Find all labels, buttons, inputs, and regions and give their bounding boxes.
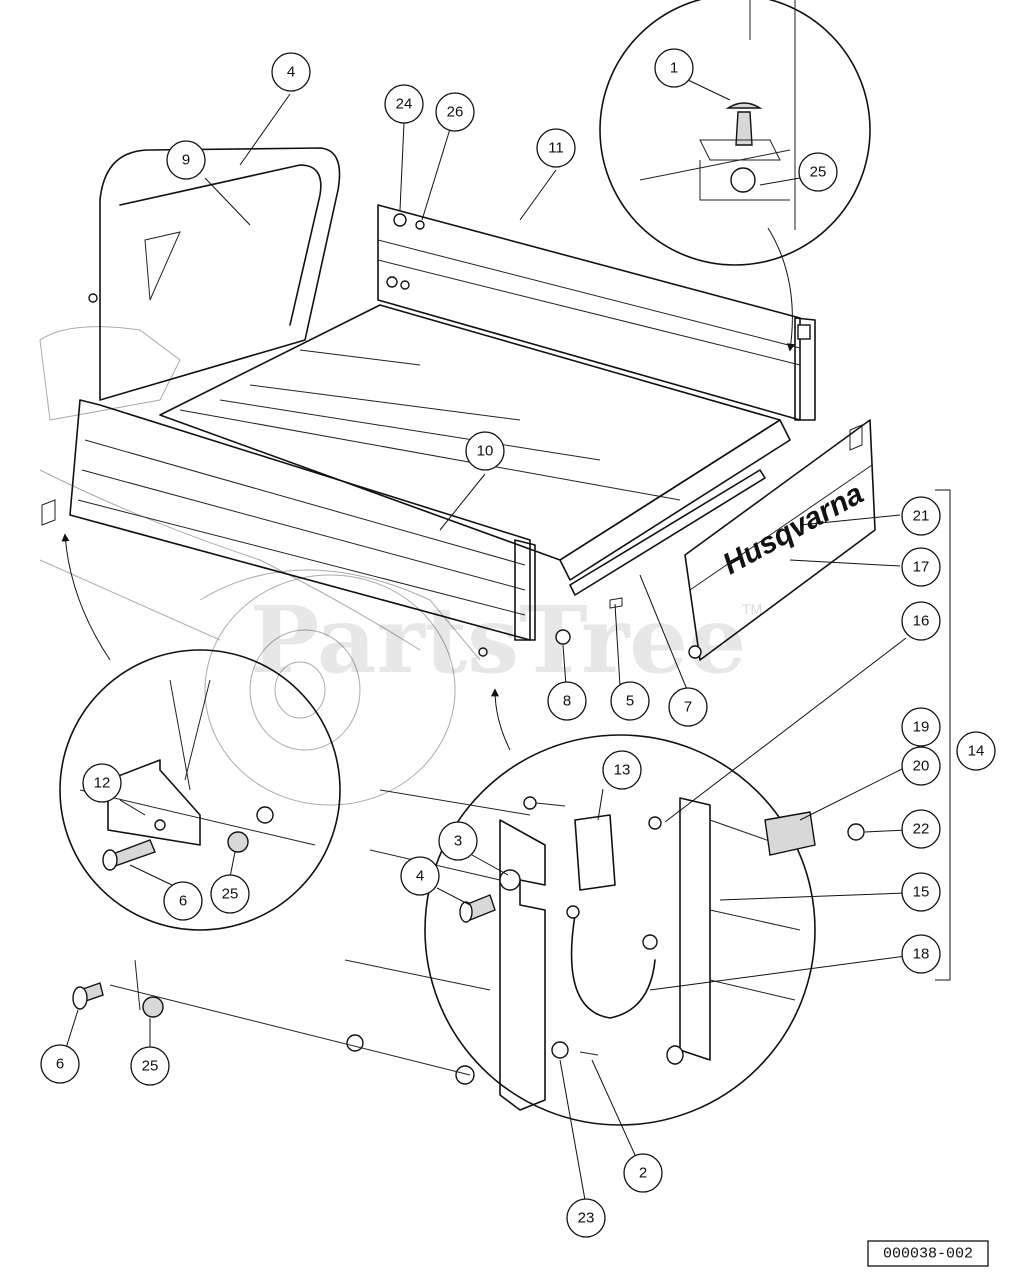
- bracket-14: [935, 489, 951, 981]
- callout-19-label: 19: [913, 719, 930, 736]
- callout-11: 11: [536, 128, 576, 168]
- callout-25-left-label: 25: [222, 886, 239, 903]
- callout-4-bottom: 4: [400, 856, 440, 896]
- front-panel-11: [377, 204, 816, 421]
- callout-22: 22: [901, 809, 941, 849]
- callout-5: 5: [610, 681, 650, 721]
- callout-21-label: 21: [913, 508, 930, 525]
- callout-3-label: 3: [454, 833, 462, 850]
- callout-9: 9: [166, 140, 206, 180]
- callout-1: 1: [654, 48, 694, 88]
- callout-26: 26: [435, 92, 475, 132]
- callout-7: 7: [668, 687, 708, 727]
- callout-6-left-label: 6: [179, 893, 187, 910]
- callouts: 1 25 4 24 26 11 9 10 21 17 16 8 5 7 19 1…: [40, 48, 996, 1238]
- callout-10: 10: [465, 431, 505, 471]
- callout-6-left: 6: [163, 881, 203, 921]
- callout-20-label: 20: [913, 758, 930, 775]
- figure-id-label: 000038-002: [883, 1246, 973, 1263]
- callout-1-label: 1: [670, 60, 678, 77]
- leader-lines: [65, 79, 907, 1201]
- callout-12: 12: [82, 763, 122, 803]
- callout-25-top: 25: [798, 152, 838, 192]
- callout-23-label: 23: [578, 1210, 595, 1227]
- callout-25-top-label: 25: [810, 164, 827, 181]
- callout-19: 19: [901, 707, 941, 747]
- callout-6-bottom: 6: [40, 1044, 80, 1084]
- callout-4-bottom-label: 4: [416, 868, 424, 885]
- callout-24-label: 24: [396, 96, 413, 113]
- callout-25-bottom-label: 25: [142, 1058, 159, 1075]
- callout-2-label: 2: [639, 1165, 647, 1182]
- callout-24: 24: [384, 84, 424, 124]
- detail-circle-bottom: [109, 688, 865, 1126]
- callout-17: 17: [901, 547, 941, 587]
- callout-11-label: 11: [548, 140, 564, 157]
- callout-14: 14: [956, 731, 996, 771]
- callout-18: 18: [901, 934, 941, 974]
- callout-23: 23: [566, 1198, 606, 1238]
- callout-17-label: 17: [913, 559, 930, 576]
- callout-15-label: 15: [913, 884, 930, 901]
- callout-25-left: 25: [210, 874, 250, 914]
- callout-4-top: 4: [271, 52, 311, 92]
- side-rail-7: [555, 469, 766, 645]
- callout-26-label: 26: [447, 104, 464, 121]
- detail-circle-top: [599, 0, 871, 352]
- detail-circle-left: [59, 533, 341, 931]
- callout-16: 16: [901, 601, 941, 641]
- callout-9-label: 9: [182, 152, 190, 169]
- hardware-lower-left: [72, 982, 164, 1018]
- callout-13: 13: [602, 750, 642, 790]
- watermark-text: PartsTree: [250, 586, 746, 694]
- callout-12-label: 12: [94, 775, 111, 792]
- bed-floor: [159, 304, 791, 581]
- callout-21: 21: [901, 496, 941, 536]
- callout-14-label: 14: [968, 743, 985, 760]
- callout-20: 20: [901, 746, 941, 786]
- callout-25-bottom: 25: [130, 1046, 170, 1086]
- callout-15: 15: [901, 872, 941, 912]
- callout-16-label: 16: [913, 613, 930, 630]
- callout-8: 8: [547, 681, 587, 721]
- watermark: PartsTree TM: [250, 586, 762, 694]
- callout-8-label: 8: [563, 693, 571, 710]
- callout-18-label: 18: [913, 946, 930, 963]
- callout-2: 2: [623, 1153, 663, 1193]
- figure-id: 000038-002: [867, 1240, 989, 1267]
- right-side-panel-10: [41, 399, 536, 657]
- callout-13-label: 13: [614, 762, 631, 779]
- callout-4-top-label: 4: [287, 64, 295, 81]
- callout-5-label: 5: [626, 693, 634, 710]
- callout-22-label: 22: [913, 821, 930, 838]
- left-side-panel-9: [88, 147, 341, 401]
- callout-6-bottom-label: 6: [56, 1056, 64, 1073]
- callout-3: 3: [438, 821, 478, 861]
- callout-10-label: 10: [477, 443, 494, 460]
- vehicle-body-outline: [39, 326, 481, 806]
- callout-7-label: 7: [684, 699, 692, 716]
- watermark-tm: TM: [742, 601, 762, 617]
